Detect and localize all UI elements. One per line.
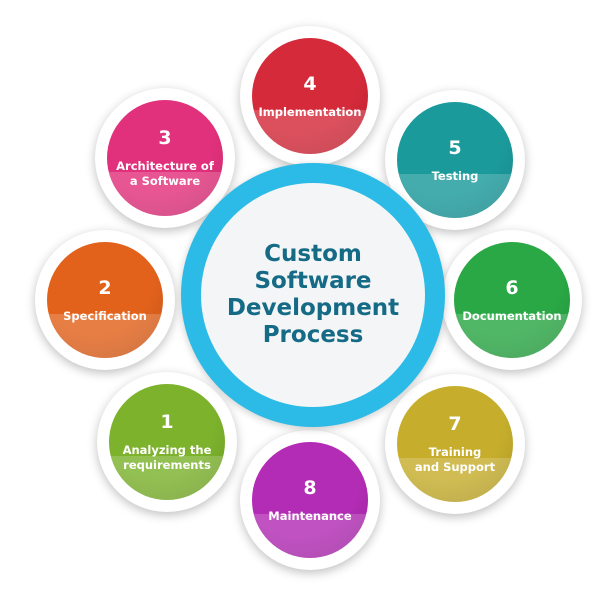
step-label: Analyzing the requirements (122, 443, 212, 472)
step-label: Testing (431, 168, 479, 183)
step-label: Implementation (258, 104, 362, 119)
step-label: Specification (63, 308, 147, 323)
diagram-title: Custom Software Development Process (226, 241, 400, 348)
step-number: 4 (303, 72, 317, 95)
step-number: 2 (98, 276, 112, 299)
step-label: Documentation (462, 308, 562, 323)
step-label: Training and Support (414, 445, 496, 474)
center-hub-inner: Custom Software Development Process (201, 183, 425, 407)
step-label: Maintenance (268, 508, 352, 523)
step-number: 3 (158, 127, 172, 149)
step-label: Architecture of a Software (116, 159, 214, 188)
step-number: 1 (160, 411, 174, 433)
step-number: 8 (303, 476, 317, 499)
step-number: 7 (448, 413, 462, 435)
center-hub: Custom Software Development Process (181, 163, 445, 427)
step-number: 6 (505, 276, 519, 299)
step-number: 5 (448, 136, 462, 159)
